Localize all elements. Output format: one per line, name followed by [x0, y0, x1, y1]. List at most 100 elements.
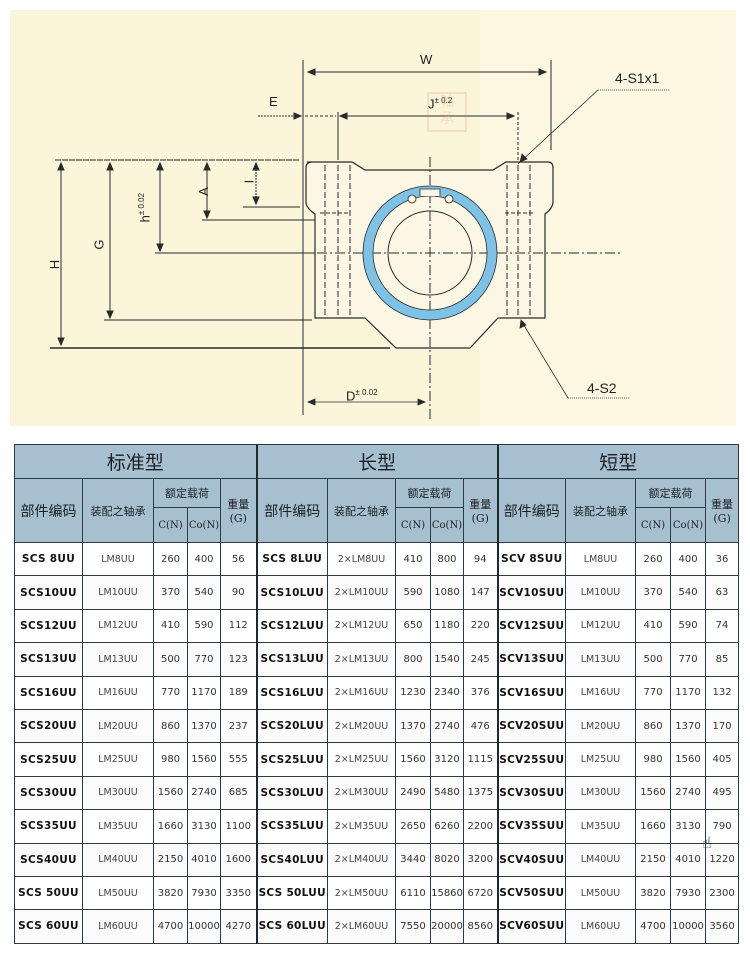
std-static-load-cell: 1170 [187, 675, 221, 710]
long-weight-cell: 220 [462, 608, 499, 644]
std-part-code-cell: SCS16UU [14, 675, 83, 710]
std-weight-cell: 123 [220, 642, 257, 677]
std-weight-cell: 56 [220, 541, 257, 577]
long-dynamic-load-cell: 410 [395, 541, 431, 577]
std-assembled-bearing-cell: LM12UU [82, 608, 154, 644]
short-dynamic-load-cell: 2150 [635, 842, 672, 877]
short-static-load-cell: 1560 [670, 742, 707, 777]
short-weight-cell: 495 [705, 775, 740, 811]
label-h-upper: H [47, 259, 63, 270]
std-dynamic-load-cell: 860 [153, 708, 188, 744]
label-h-lower: h± 0.02 [137, 193, 152, 222]
short-assembled-bearing-cell: LM16UU [565, 675, 637, 710]
short-part-code-cell: SCV13SUU [496, 642, 567, 677]
short-dynamic-load-cell: 500 [635, 642, 672, 677]
short-part-code-cell: SCV40SUU [496, 842, 567, 877]
group-standard: 标准型 [14, 444, 257, 479]
weight-label: 重量 [469, 498, 492, 511]
hand-pointer-icon: ☝ [702, 833, 712, 852]
std-weight-cell: 112 [220, 608, 257, 644]
std-part-code-cell: SCS12UU [14, 608, 83, 644]
std-static-load-cell: 7930 [187, 875, 221, 911]
std-assembled-bearing-cell: LM25UU [82, 742, 154, 777]
std-assembled-bearing-cell: LM13UU [82, 642, 154, 677]
col-weight: 重量(G) [462, 478, 499, 543]
short-assembled-bearing-cell: LM35UU [565, 809, 637, 844]
std-static-load-cell: 3130 [187, 809, 221, 844]
std-assembled-bearing-cell: LM35UU [82, 809, 154, 844]
std-static-load-cell: 10000 [187, 909, 221, 944]
short-dynamic-load-cell: 3820 [635, 875, 672, 911]
std-assembled-bearing-cell: LM8UU [82, 541, 154, 577]
long-dynamic-load-cell: 2650 [395, 809, 431, 844]
long-static-load-cell: 1080 [430, 575, 464, 610]
std-dynamic-load-cell: 500 [153, 642, 188, 677]
short-weight-cell: 170 [705, 708, 740, 744]
std-dynamic-load-cell: 4700 [153, 909, 188, 944]
std-assembled-bearing-cell: LM20UU [82, 708, 154, 744]
long-weight-cell: 1115 [462, 742, 499, 777]
short-part-code-cell: SCV35SUU [496, 809, 567, 844]
std-dynamic-load-cell: 410 [153, 608, 188, 644]
label-s1: 4-S1x1 [615, 70, 660, 86]
std-assembled-bearing-cell: LM30UU [82, 775, 154, 811]
long-part-code-cell: SCS16LUU [255, 675, 328, 710]
col-assembled-bearing: 装配之轴承 [565, 478, 637, 543]
label-i: I [241, 179, 257, 184]
std-dynamic-load-cell: 2150 [153, 842, 188, 877]
short-static-load-cell: 400 [670, 541, 707, 577]
short-weight-cell: 2300 [705, 875, 740, 911]
col-static-load: Co(N) [670, 507, 707, 543]
short-weight-cell: 74 [705, 608, 740, 644]
long-static-load-cell: 20000 [430, 909, 464, 944]
short-weight-cell: 132 [705, 675, 740, 710]
long-weight-cell: 245 [462, 642, 499, 677]
short-weight-cell: 85 [705, 642, 740, 677]
std-weight-cell: 189 [220, 675, 257, 710]
long-assembled-bearing-cell: 2×LM12UU [327, 608, 396, 644]
col-dynamic-load: C(N) [635, 507, 672, 543]
std-dynamic-load-cell: 1660 [153, 809, 188, 844]
long-static-load-cell: 2340 [430, 675, 464, 710]
long-assembled-bearing-cell: 2×LM40UU [327, 842, 396, 877]
short-assembled-bearing-cell: LM40UU [565, 842, 637, 877]
long-weight-cell: 3200 [462, 842, 499, 877]
short-static-load-cell: 770 [670, 642, 707, 677]
group-header-row: 标准型 长型 短型 [14, 444, 740, 479]
std-static-load-cell: 400 [187, 541, 221, 577]
std-dynamic-load-cell: 770 [153, 675, 188, 710]
long-part-code-cell: SCS40LUU [255, 842, 328, 877]
long-part-code-cell: SCS10LUU [255, 575, 328, 610]
long-assembled-bearing-cell: 2×LM50UU [327, 875, 396, 911]
std-static-load-cell: 590 [187, 608, 221, 644]
std-part-code-cell: SCS 8UU [14, 541, 83, 577]
short-assembled-bearing-cell: LM60UU [565, 909, 637, 944]
long-dynamic-load-cell: 6110 [395, 875, 431, 911]
std-assembled-bearing-cell: LM16UU [82, 675, 154, 710]
long-weight-cell: 376 [462, 675, 499, 710]
long-dynamic-load-cell: 1230 [395, 675, 431, 710]
long-weight-cell: 8560 [462, 909, 499, 944]
std-weight-cell: 90 [220, 575, 257, 610]
long-static-load-cell: 1540 [430, 642, 464, 677]
label-j: J± 0.2 [428, 96, 452, 111]
long-part-code-cell: SCS20LUU [255, 708, 328, 744]
short-assembled-bearing-cell: LM12UU [565, 608, 637, 644]
std-part-code-cell: SCS20UU [14, 708, 83, 744]
long-assembled-bearing-cell: 2×LM13UU [327, 642, 396, 677]
long-assembled-bearing-cell: 2×LM30UU [327, 775, 396, 811]
group-short: 短型 [496, 444, 740, 479]
long-part-code-cell: SCS35LUU [255, 809, 328, 844]
std-assembled-bearing-cell: LM10UU [82, 575, 154, 610]
col-part-code: 部件编码 [496, 478, 567, 543]
short-dynamic-load-cell: 860 [635, 708, 672, 744]
label-d-tol: ± 0.02 [355, 388, 378, 397]
long-assembled-bearing-cell: 2×LM8UU [327, 541, 396, 577]
std-dynamic-load-cell: 980 [153, 742, 188, 777]
col-dynamic-load: C(N) [153, 507, 188, 543]
short-weight-cell: 36 [705, 541, 740, 577]
